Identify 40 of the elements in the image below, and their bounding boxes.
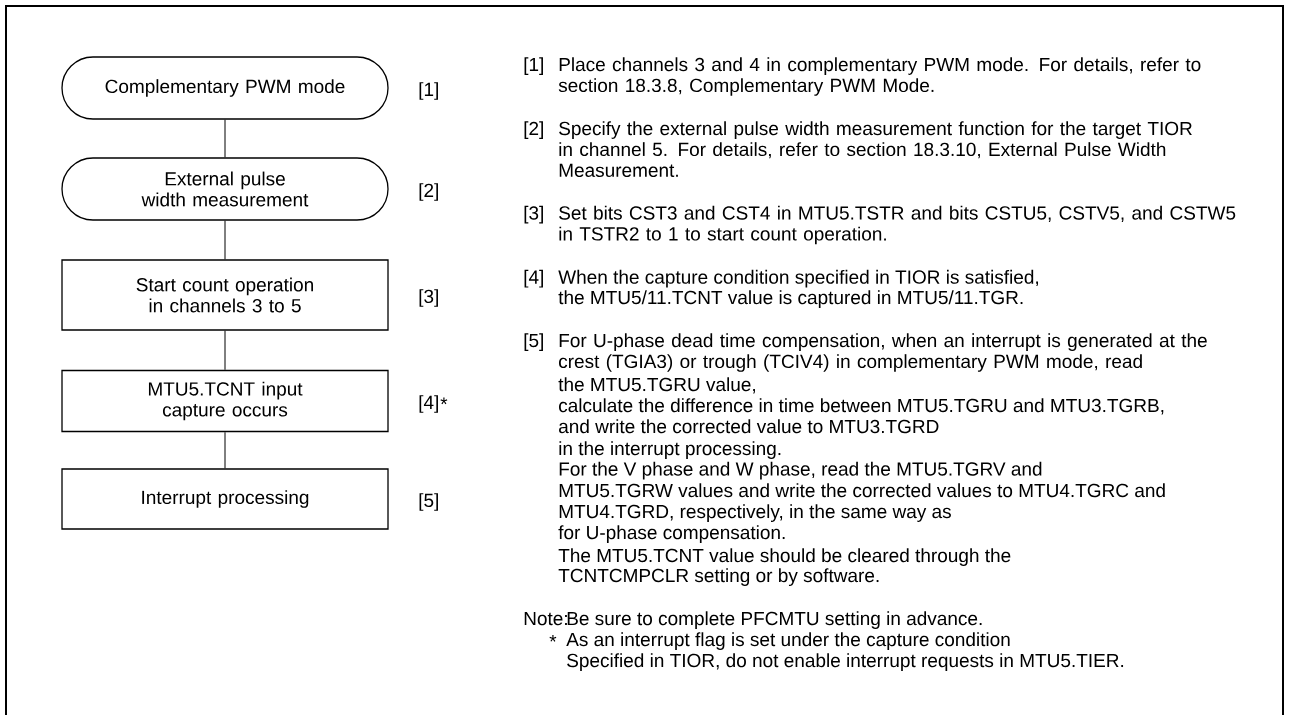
note-text: Be sure to complete PFCMTU setting in advance.: [567, 611, 982, 629]
step-number: [4]: [524, 269, 543, 288]
note-text: for U-phase compensation.: [558, 525, 785, 543]
footnote-mark: *: [549, 634, 557, 642]
process-box: Interrupt processing: [61, 468, 389, 530]
note-text: calculate the difference in time between MTU5.TGRU and MTU3.TGRB,: [559, 398, 1164, 415]
note-text: Set bits CST3 and CST4 in MTU5.TSTR and bits CSTU5, CSTV5, and CSTW5 in TSTR2 to 1 to start count operation.: [559, 205, 1236, 245]
step-number: [1]: [419, 82, 438, 100]
connector-line: [224, 119, 226, 158]
process-box: MTU5.TCNT input capture occurs: [61, 369, 389, 433]
note-text: Specified in TIOR, do not enable interrupt requests in MTU5.TIER.: [567, 653, 1124, 671]
footnote-mark: *: [440, 397, 448, 405]
note-text: in the interrupt processing.: [559, 441, 781, 459]
step-number: [2]: [524, 121, 543, 139]
connector-line: [224, 431, 226, 469]
step-number: [5]: [524, 333, 543, 351]
note-text: As an interrupt flag is set under the capture condition: [566, 632, 1010, 650]
connector-line: [224, 220, 226, 260]
note-text: Specify the external pulse width measurement function for the target TIOR in channel 5. For details, refer to section 18.3.10, External Pulse Width Measurement.: [559, 121, 1192, 177]
note-text: The MTU5.TCNT value should be cleared through the: [558, 548, 1011, 566]
note-text: TCNTCMPCLR setting or by software.: [558, 568, 879, 586]
step-number: [2]: [419, 183, 438, 201]
note-text: the MTU5.TGRU value,: [558, 377, 755, 394]
step-number: [3]: [419, 289, 438, 307]
terminal-box: Complementary PWM mode: [61, 56, 389, 120]
note-text: and write the corrected value to MTU3.TGRD: [559, 419, 939, 434]
note-text: MTU4.TGRD, respectively, in the same way as: [559, 504, 951, 522]
connector-line: [224, 330, 226, 371]
note-text: Place channels 3 and 4 in complementary PWM mode. For details, refer to section 18.3.8, Complementary PWM Mode.: [558, 57, 1201, 96]
step-number: [3]: [524, 205, 543, 224]
process-box: Start count operation in channels 3 to 5: [61, 259, 389, 331]
note-text: When the capture condition specified in TIOR is satisfied,: [558, 269, 1038, 288]
step-number: [1]: [524, 57, 543, 75]
note-text: For the V phase and W phase, read the MTU5.TGRV and: [559, 461, 1042, 480]
note-text: MTU5.TGRW values and write the corrected values to MTU4.TGRC and: [559, 483, 1165, 498]
step-number: [5]: [419, 493, 438, 511]
step-number: [4]: [419, 395, 438, 413]
note-text: the MTU5/11.TCNT value is captured in MTU5/11.TGR.: [558, 290, 1023, 308]
terminal-box: External pulse width measurement: [61, 157, 389, 221]
note-heading: Note:: [524, 611, 567, 626]
